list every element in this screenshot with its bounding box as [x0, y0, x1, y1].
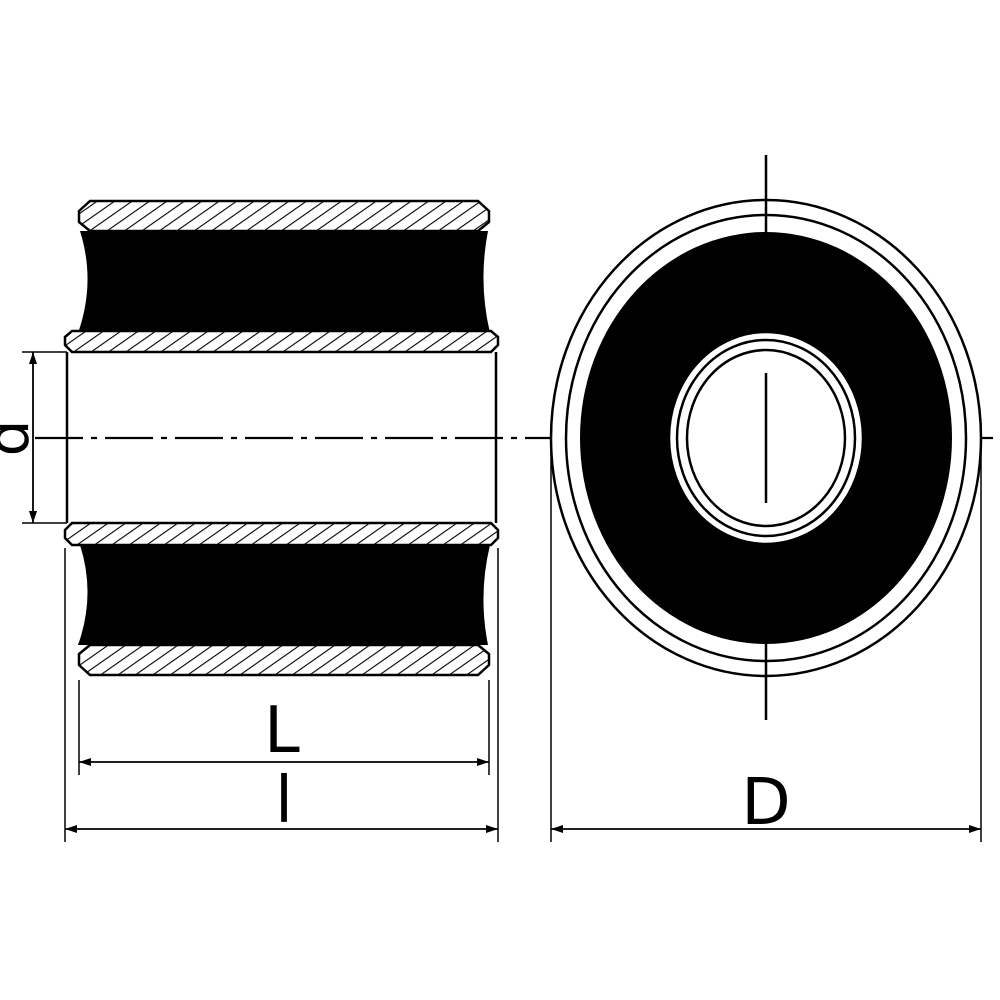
- label-D: D: [741, 766, 790, 840]
- side-section-view: [63, 199, 500, 677]
- front-end-view: [549, 155, 983, 720]
- label-L: L: [264, 694, 300, 768]
- dimensions: L l D d: [0, 351, 982, 842]
- outer-sleeve-top: [77, 199, 491, 233]
- label-d: d: [0, 420, 42, 457]
- outer-sleeve-bottom: [77, 643, 491, 677]
- inner-tube-top-wall: [63, 329, 500, 354]
- rubber-top: [78, 231, 490, 333]
- rubber-bottom: [78, 545, 490, 645]
- inner-tube-bottom-wall: [63, 521, 500, 547]
- label-l: l: [275, 764, 293, 838]
